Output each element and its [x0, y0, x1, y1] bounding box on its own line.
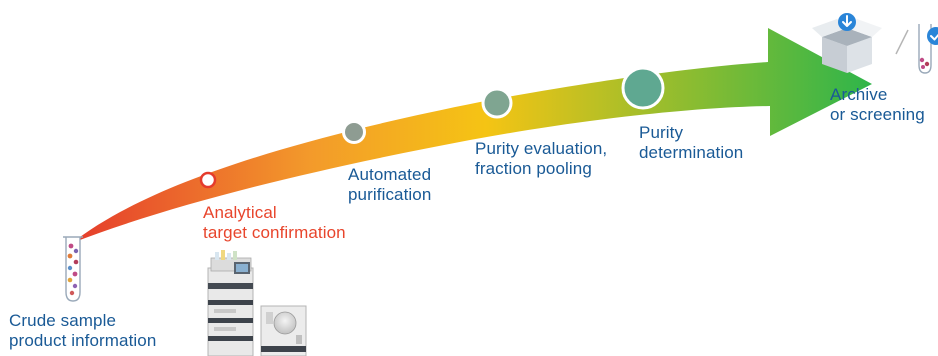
step-label-line2: product information — [9, 331, 157, 350]
step-label-purity-determination: Purity determination — [639, 123, 743, 163]
step-label-target-confirmation: Analytical target confirmation — [203, 203, 346, 243]
step-circle-target-confirmation — [199, 171, 217, 189]
step-label-line1: Automated — [348, 165, 432, 184]
step-label-line1: Archive — [830, 85, 888, 104]
screening-tube-icon — [918, 24, 938, 74]
step-label-line1: Crude sample — [9, 311, 117, 330]
step-label-archive-screening: Archive or screening — [830, 85, 925, 125]
step-label-automated-purification: Automated purification — [348, 165, 431, 205]
step-circle-purity-determination — [621, 66, 665, 110]
step-label-line2: determination — [639, 143, 744, 162]
step-label-line2: fraction pooling — [475, 159, 592, 178]
step-label-purity-evaluation: Purity evaluation, fraction pooling — [475, 139, 607, 179]
sample-tube-icon — [63, 236, 83, 302]
step-circle-purification — [342, 120, 366, 144]
step-label-line2: target confirmation — [203, 223, 346, 242]
lc-system-icon — [207, 250, 307, 356]
step-label-line2: purification — [348, 185, 432, 204]
step-label-line2: or screening — [830, 105, 925, 124]
step-label-line1: Analytical — [203, 203, 277, 222]
step-label-crude-sample: Crude sample product information — [9, 311, 156, 351]
step-label-line1: Purity — [639, 123, 684, 142]
archive-box-icon — [812, 13, 882, 73]
slash-separator-icon — [895, 29, 909, 55]
workflow-arrow — [72, 28, 872, 243]
step-label-line1: Purity evaluation, — [475, 139, 608, 158]
step-circle-purity-evaluation — [481, 87, 513, 119]
